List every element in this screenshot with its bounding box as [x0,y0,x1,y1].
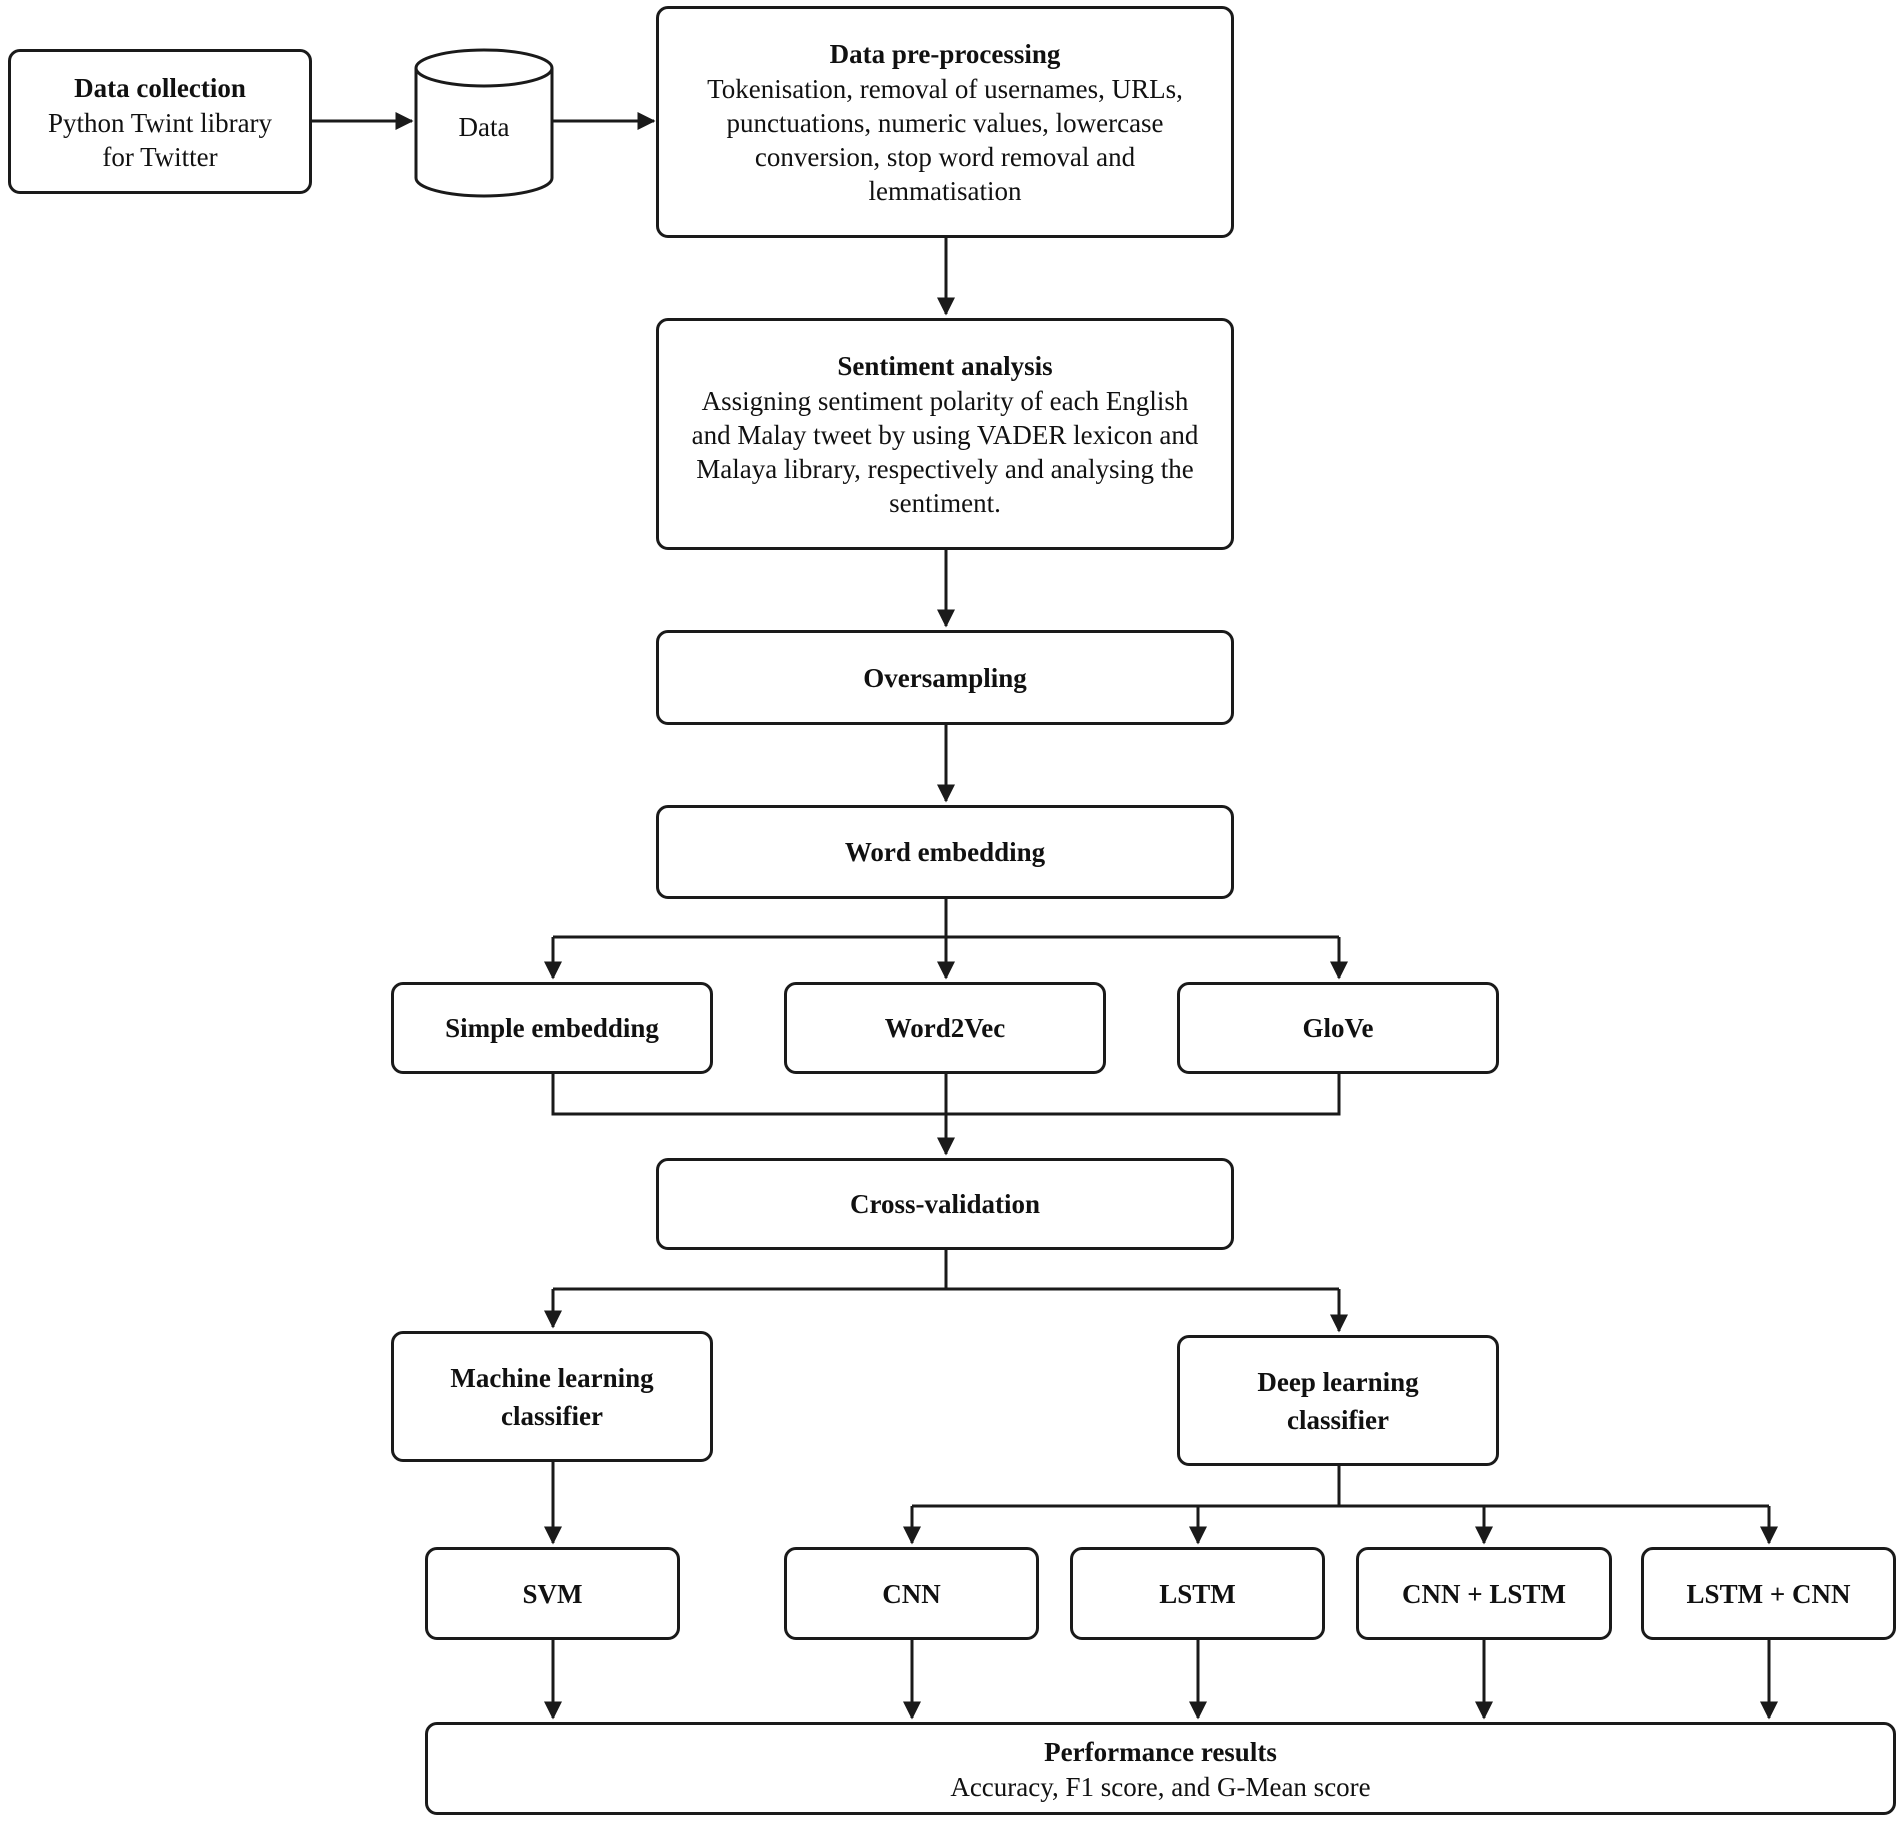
node-data-collection-body: Python Twint library for Twitter [47,107,273,172]
node-ml-classifier: Machine learning classifier [391,1331,713,1462]
node-performance-title: Performance results [1044,1736,1277,1767]
node-cnn-lstm: CNN + LSTM [1356,1547,1612,1640]
edge-dl-branch-bus [912,1466,1769,1508]
node-preprocessing-body: Tokenisation, removal of usernames, URLs… [707,74,1183,206]
node-sentiment-title: Sentiment analysis [837,351,1053,381]
edge-cv-branch-bus [553,1250,1339,1291]
node-simple-embedding: Simple embedding [391,982,713,1074]
node-preprocessing-title: Data pre-processing [829,39,1061,69]
node-data-collection: Data collection Python Twint library for… [8,49,312,194]
node-cross-validation: Cross-validation [656,1158,1234,1250]
node-lstm-cnn: LSTM + CNN [1641,1547,1896,1640]
edge-embeddings-merge-bus [551,1074,1341,1116]
node-cnn: CNN [784,1547,1039,1640]
node-lstm-title: LSTM [1159,1578,1236,1609]
node-word-embedding: Word embedding [656,805,1234,899]
node-word-embedding-title: Word embedding [844,837,1046,867]
node-glove-title: GloVe [1302,1013,1374,1043]
node-svm-title: SVM [522,1578,583,1609]
node-word2vec: Word2Vec [784,982,1106,1074]
node-performance-body: Accuracy, F1 score, and G-Mean score [950,1771,1371,1802]
node-data-collection-title: Data collection [74,72,246,103]
node-cnn-lstm-title: CNN + LSTM [1402,1578,1566,1609]
node-preprocessing: Data pre-processing Tokenisation, remova… [656,6,1234,238]
node-ml-classifier-title: Machine learning classifier [450,1362,654,1431]
node-cross-validation-title: Cross-validation [849,1189,1041,1219]
node-dl-classifier: Deep learning classifier [1177,1335,1499,1466]
data-store-label: Data [458,112,510,142]
node-performance-results: Performance results Accuracy, F1 score, … [425,1722,1896,1815]
node-cnn-title: CNN [882,1578,941,1609]
node-svm: SVM [425,1547,680,1640]
node-glove: GloVe [1177,982,1499,1074]
node-oversampling: Oversampling [656,630,1234,725]
node-word2vec-title: Word2Vec [884,1013,1006,1043]
node-simple-embedding-title: Simple embedding [445,1013,659,1043]
node-dl-classifier-title: Deep learning classifier [1257,1366,1419,1435]
edge-embedding-branch-bus [553,899,1339,939]
node-lstm: LSTM [1070,1547,1325,1640]
node-sentiment-analysis: Sentiment analysis Assigning sentiment p… [656,318,1234,550]
node-lstm-cnn-title: LSTM + CNN [1686,1578,1851,1609]
node-oversampling-title: Oversampling [863,662,1027,693]
node-sentiment-body: Assigning sentiment polarity of each Eng… [691,386,1199,518]
data-store-cylinder [414,48,554,198]
